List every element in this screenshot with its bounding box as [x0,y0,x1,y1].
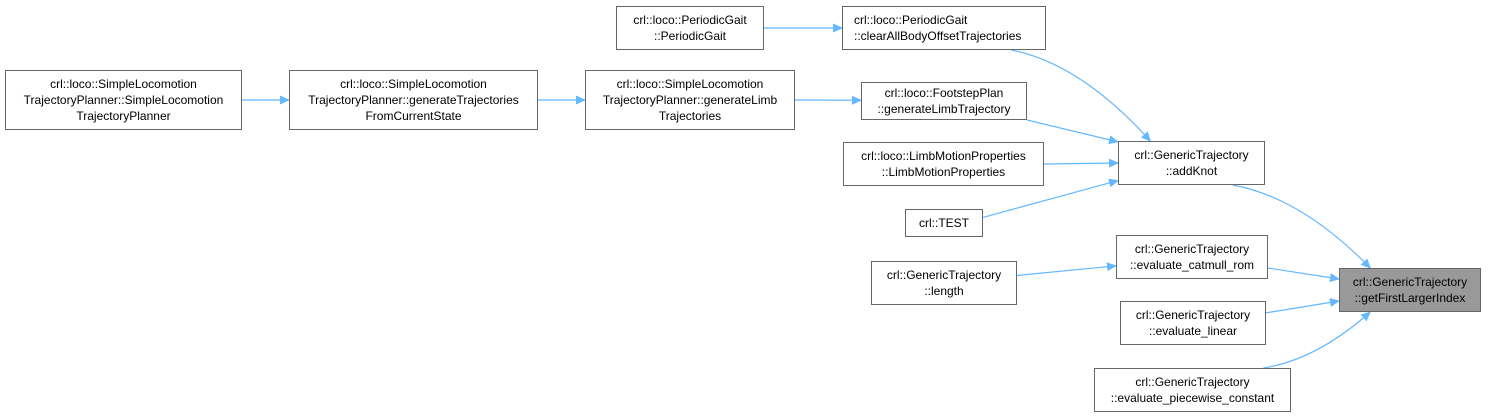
node-label: crl::GenericTrajectory::length [887,267,1001,299]
node-label-line: ::evaluate_catmull_rom [1129,258,1255,272]
graph-node-test[interactable]: crl::TEST [905,209,983,237]
edge-linear-to-focus [1265,298,1340,314]
node-label-line: crl::loco::LimbMotionProperties [861,149,1026,163]
graph-node-periodicgait[interactable]: crl::loco::PeriodicGait::PeriodicGait [616,6,764,50]
edge-clearall-to-addknot [1011,49,1152,142]
node-label: crl::loco::PeriodicGait::clearAllBodyOff… [854,12,1021,44]
node-label-line: Trajectories [658,109,722,123]
edge-addknot-to-focus [1232,184,1371,269]
node-label: crl::GenericTrajectory::evaluate_piecewi… [1111,374,1274,406]
node-label-line: ::clearAllBodyOffsetTrajectories [854,29,1022,43]
node-label: crl::loco::LimbMotionProperties::LimbMot… [861,148,1026,180]
node-label-line: ::LimbMotionProperties [881,165,1006,179]
graph-node-limbprops[interactable]: crl::loco::LimbMotionProperties::LimbMot… [843,142,1044,186]
node-label-line: FromCurrentState [365,109,462,123]
node-label-line: crl::GenericTrajectory [1135,308,1251,322]
node-label: crl::GenericTrajectory::evaluate_linear [1136,307,1250,339]
node-label: crl::loco::PeriodicGait::PeriodicGait [633,12,746,44]
focus-node-getfirstlargerindex: crl::GenericTrajectory::getFirstLargerIn… [1339,268,1481,312]
node-label-line: TrajectoryPlanner::generateLimb [602,93,778,107]
node-label: crl::TEST [919,215,969,231]
node-label-line: ::evaluate_piecewise_constant [1110,391,1275,405]
graph-node-catmull[interactable]: crl::GenericTrajectory::evaluate_catmull… [1116,235,1268,279]
edge-length-to-catmull [1016,262,1117,277]
node-label-line: ::getFirstLargerIndex [1354,291,1466,305]
node-label-line: crl::loco::PeriodicGait [633,13,747,27]
node-label: crl::GenericTrajectory::evaluate_catmull… [1130,241,1254,273]
node-label-line: crl::loco::PeriodicGait [854,13,968,27]
edge-piecewise-to-focus [1263,311,1371,369]
graph-node-footstep[interactable]: crl::loco::FootstepPlan::generateLimbTra… [861,82,1027,120]
node-label-line: TrajectoryPlanner::SimpleLocomotion [23,93,224,107]
node-label: crl::loco::FootstepPlan::generateLimbTra… [878,85,1011,117]
edge-footstep-to-addknot [1026,119,1119,145]
edge-catmull-to-focus [1267,267,1340,283]
graph-node-piecewise[interactable]: crl::GenericTrajectory::evaluate_piecewi… [1094,368,1291,412]
node-label-line: ::addKnot [1165,164,1218,178]
graph-node-length[interactable]: crl::GenericTrajectory::length [871,261,1017,305]
node-label-line: crl::loco::SimpleLocomotion [50,77,197,91]
node-label-line: crl::GenericTrajectory [1352,275,1468,289]
node-label-line: TrajectoryPlanner::generateTrajectories [308,93,519,107]
node-label-line: ::length [924,284,964,298]
graph-node-linear[interactable]: crl::GenericTrajectory::evaluate_linear [1120,301,1266,345]
edge-limbprops-to-addknot [1043,158,1119,168]
node-label: crl::GenericTrajectory::addKnot [1134,147,1248,179]
graph-node-addknot[interactable]: crl::GenericTrajectory::addKnot [1118,141,1265,185]
node-label-line: crl::loco::SimpleLocomotion [616,77,764,91]
node-label-line: crl::GenericTrajectory [1134,242,1250,256]
node-label-line: crl::loco::FootstepPlan [884,86,1004,100]
node-label-line: TrajectoryPlanner [76,109,171,123]
node-label-line: crl::GenericTrajectory [886,268,1002,282]
edge-test-to-addknot [982,178,1119,218]
node-label-line: crl::GenericTrajectory [1135,375,1250,389]
graph-node-clearall[interactable]: crl::loco::PeriodicGait::clearAllBodyOff… [842,6,1046,50]
node-label-line: ::PeriodicGait [653,29,727,43]
node-label-line: crl::loco::SimpleLocomotion [340,77,487,91]
node-label-line: ::generateLimbTrajectory [877,102,1011,116]
node-label: crl::GenericTrajectory::getFirstLargerIn… [1353,274,1467,306]
node-label-line: ::evaluate_linear [1148,324,1238,338]
node-label-line: crl::TEST [919,216,969,230]
node-label-line: crl::GenericTrajectory [1134,148,1249,162]
